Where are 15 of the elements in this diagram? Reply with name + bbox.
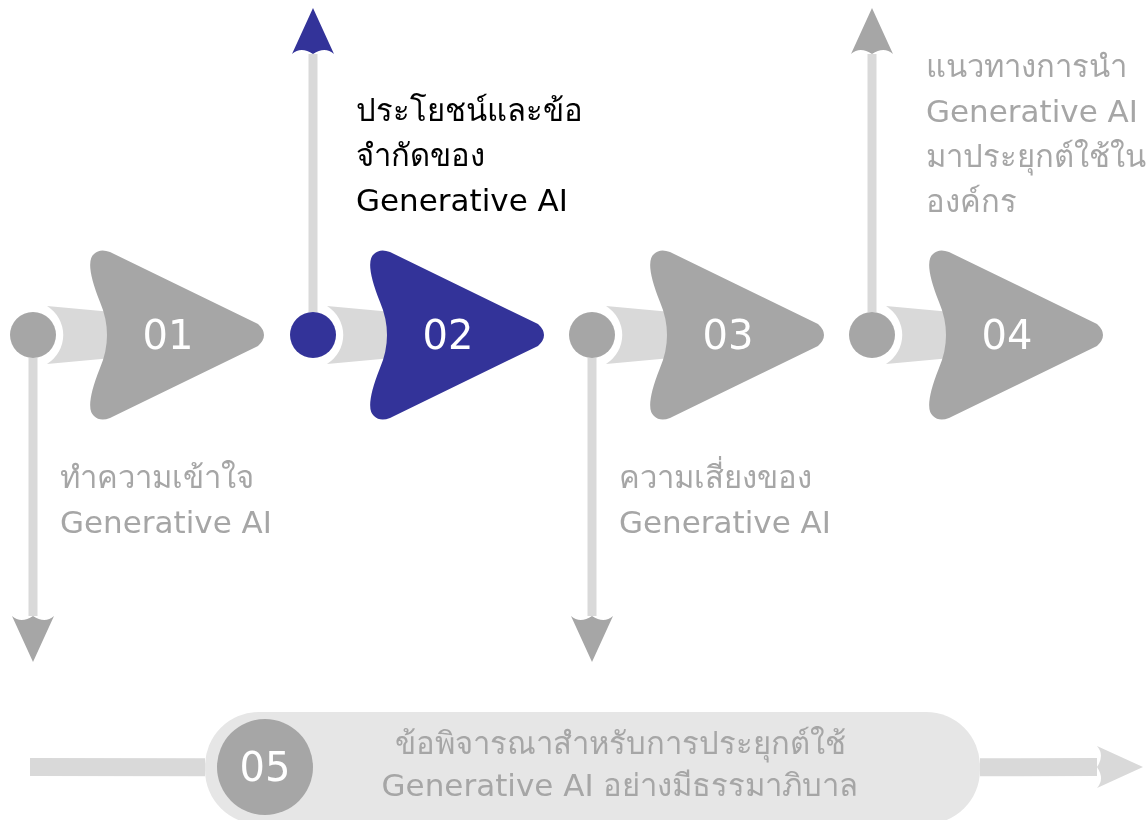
step-number: 03 <box>701 313 755 357</box>
number-circle <box>217 719 313 815</box>
step-number: 02 <box>421 313 475 357</box>
circle-marker <box>290 312 336 358</box>
circle-marker <box>849 312 895 358</box>
step-number: 05 <box>238 745 292 789</box>
step-description: ประโยชน์และข้อจำกัดของ Generative AI <box>356 91 584 220</box>
band-text: ข้อพิจารณาสำหรับการประยุกต์ใช้ Generative AI อย่างมีธรรมาภิบาล <box>380 724 860 805</box>
circle-marker <box>10 312 56 358</box>
step-number: 04 <box>980 313 1034 357</box>
step-description: แนวทางการนำ Generative AI มาประยุกต์ใช้ในองค์กร <box>926 47 1147 221</box>
step-description: ความเสี่ยงของ Generative AI <box>619 455 919 545</box>
circle-marker <box>569 312 615 358</box>
step-number: 01 <box>141 313 195 357</box>
step-description: ทำความเข้าใจ Generative AI <box>60 458 273 542</box>
